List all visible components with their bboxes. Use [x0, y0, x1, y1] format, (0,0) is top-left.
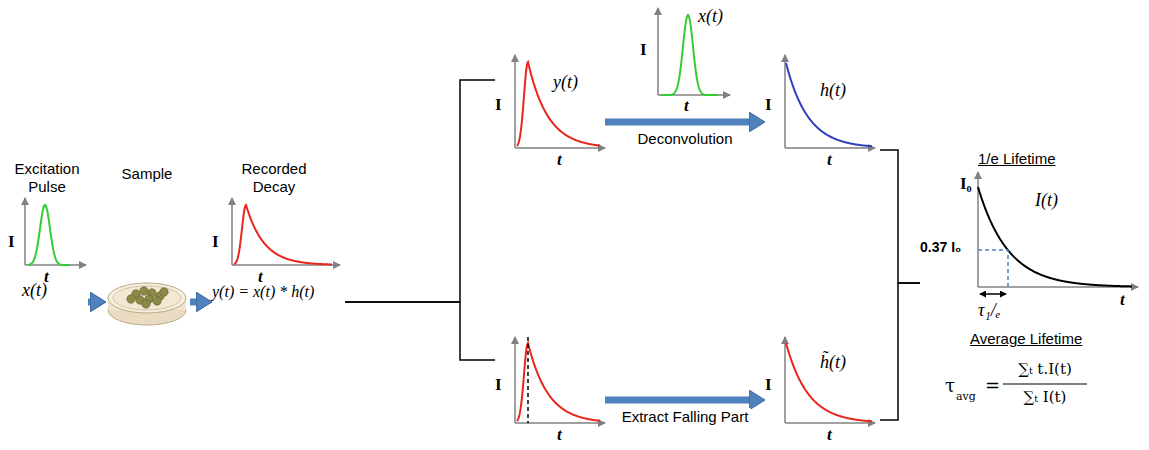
axis — [785, 422, 875, 424]
signal-label: h̃(t) — [820, 352, 846, 374]
signal-label: y(t) — [553, 72, 578, 94]
excitation-pulse — [661, 15, 718, 95]
branch-line — [345, 80, 495, 302]
process-arrow — [605, 119, 755, 126]
panel-heading: 1/e Lifetime — [978, 150, 1056, 168]
recorded-decay-plot: Recorded DecayIty(t) = x(t) * h(t) — [212, 160, 345, 305]
formula-part: = — [985, 375, 1000, 397]
axis — [514, 55, 516, 148]
panel-title: Excitation Pulse — [8, 160, 86, 196]
axis-label: t — [557, 425, 562, 445]
measured-decay-plot: It — [495, 330, 605, 448]
axis — [25, 264, 86, 266]
signal-label: x(t) — [698, 6, 723, 28]
panel-title: Sample — [106, 165, 188, 183]
average-lifetime-formula: Average Lifetime τavg = ∑ₜ t.I(t) ∑ₜ I(t) — [945, 330, 1140, 440]
petri-dish — [108, 283, 186, 325]
axis-label: t — [827, 425, 832, 445]
level-label: 0.37 I₀ — [920, 239, 961, 256]
axis-label: I — [640, 40, 647, 60]
axis-label: I — [495, 95, 502, 115]
axis-label: t — [684, 96, 689, 116]
arrow-label: Deconvolution — [635, 130, 734, 148]
excitation-pulse — [28, 205, 70, 265]
decay-curve — [517, 343, 600, 421]
branch-line — [880, 283, 920, 420]
decay-curve — [786, 343, 872, 421]
pulse-plot: Ix(t) t — [640, 2, 730, 118]
signal-label: I(t) — [1035, 190, 1058, 212]
axis — [784, 337, 786, 423]
axis-label: I — [212, 232, 219, 252]
signal-label: h(t) — [820, 80, 846, 102]
fraction-bar — [1003, 383, 1087, 384]
peak-marker — [527, 337, 529, 423]
decay-curve — [234, 205, 332, 264]
sample-dish: Sample — [106, 165, 190, 330]
process-arrow — [190, 299, 202, 306]
axis — [514, 337, 516, 423]
axis — [231, 198, 233, 265]
axis-label: t — [1120, 290, 1125, 310]
decay-curve — [786, 63, 872, 146]
excitation-plot: Excitation PulseItx(t) — [8, 160, 88, 305]
formula-part: ∑ₜ t.I(t) — [1018, 360, 1072, 378]
formula-part: τ — [945, 375, 955, 397]
branch-line — [345, 302, 495, 360]
axis-label: I₀ — [960, 174, 972, 194]
formula-part: ∑ₜ I(t) — [1024, 388, 1067, 406]
axis-label: I — [765, 375, 772, 395]
process-arrow — [605, 397, 755, 404]
axis — [784, 55, 786, 148]
axis-label: I — [8, 232, 15, 252]
panel-heading: Average Lifetime — [970, 330, 1082, 348]
axis-label: I — [495, 375, 502, 395]
signal-label: x(t) — [22, 280, 47, 302]
equation: y(t) = x(t) * h(t) — [212, 282, 314, 301]
level-guide — [978, 250, 1008, 287]
lifetime-plot: 1/e LifetimeI₀ I(t) 0.37 I₀ τ₁/ₑ t — [920, 150, 1142, 324]
axis-label: t — [827, 150, 832, 170]
branch-line — [880, 150, 920, 283]
axis — [515, 147, 605, 149]
formula-subscript: avg — [956, 390, 976, 403]
signal-label: τ₁/ₑ — [978, 300, 1000, 322]
axis — [24, 198, 26, 265]
axis — [657, 8, 659, 95]
falling-part-plot: Ih̃(t) t — [765, 330, 880, 448]
decay-curve — [978, 187, 1132, 286]
process-arrow — [88, 299, 96, 306]
decay-curve — [517, 62, 600, 146]
measured-decay-plot: Iy(t) t — [495, 50, 605, 172]
panel-title: Recorded Decay — [224, 160, 324, 196]
arrow-label: Extract Falling Part — [620, 408, 751, 426]
axis-label: t — [557, 150, 562, 170]
impulse-response-plot: Ih(t) t — [765, 50, 880, 172]
lifetime-span — [980, 293, 1006, 295]
axis-label: I — [765, 95, 772, 115]
axis — [785, 147, 875, 149]
